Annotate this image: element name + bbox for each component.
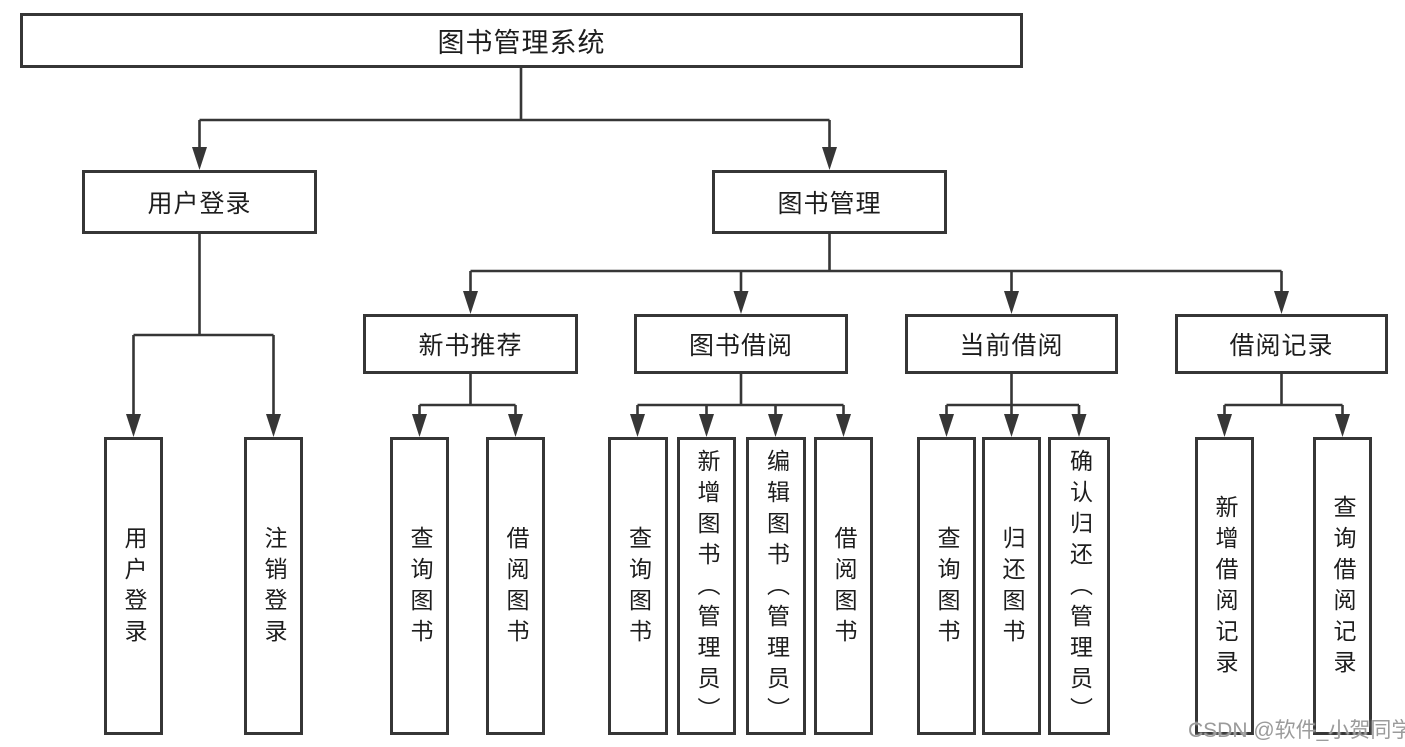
node-book-management: 图书管理 (712, 170, 947, 234)
arrowhead (630, 414, 645, 437)
connector-book-borrow-to-leaves (630, 374, 851, 437)
connector-current-borrow-to-leaves (939, 374, 1087, 437)
node-book-borrow: 图书借阅 (634, 314, 848, 374)
leaf-user-login: 用户登录 (104, 437, 163, 735)
connector-new-book-to-leaves (412, 374, 523, 437)
leaf-logout: 注销登录 (244, 437, 303, 735)
leaf-borrow-book: 借阅图书 (486, 437, 545, 735)
arrowhead (463, 291, 478, 314)
arrowhead (1217, 414, 1232, 437)
arrowhead (822, 147, 837, 170)
arrowhead (192, 147, 207, 170)
arrowhead (699, 414, 714, 437)
arrowhead (266, 414, 281, 437)
arrowhead (1335, 414, 1350, 437)
node-new-book-recommend: 新书推荐 (363, 314, 578, 374)
node-library-management-system: 图书管理系统 (20, 13, 1023, 68)
leaf-query-book: 查询图书 (608, 437, 668, 735)
leaf-return-book: 归还图书 (982, 437, 1041, 735)
csdn-watermark: CSDN @软件_小贺同学 (1188, 719, 1405, 742)
arrowhead (126, 414, 141, 437)
arrowhead (836, 414, 851, 437)
leaf-borrow-book: 借阅图书 (814, 437, 873, 735)
connector-user-login-to-leaves (126, 234, 281, 437)
leaf-confirm-return-admin: 确认归还（管理员） (1048, 437, 1110, 735)
connector-book-management-to-level3 (463, 234, 1289, 314)
arrowhead (412, 414, 427, 437)
connector-borrow-record-to-leaves (1217, 374, 1350, 437)
arrowhead (1004, 414, 1019, 437)
arrowhead (768, 414, 783, 437)
node-user-login: 用户登录 (82, 170, 317, 234)
leaf-query-book: 查询图书 (390, 437, 449, 735)
leaf-edit-book-admin: 编辑图书（管理员） (746, 437, 806, 735)
arrowhead (733, 291, 749, 314)
node-borrow-record: 借阅记录 (1175, 314, 1388, 374)
arrowhead (508, 414, 523, 437)
connector-root-to-level2 (192, 68, 837, 170)
arrowhead (1274, 291, 1289, 314)
leaf-query-book: 查询图书 (917, 437, 976, 735)
arrowhead (939, 414, 954, 437)
leaf-add-borrow-record: 新增借阅记录 (1195, 437, 1254, 735)
node-current-borrow: 当前借阅 (905, 314, 1118, 374)
leaf-query-borrow-record: 查询借阅记录 (1313, 437, 1372, 735)
arrowhead (1004, 291, 1019, 314)
arrowhead (1071, 414, 1087, 437)
leaf-add-book-admin: 新增图书（管理员） (677, 437, 736, 735)
